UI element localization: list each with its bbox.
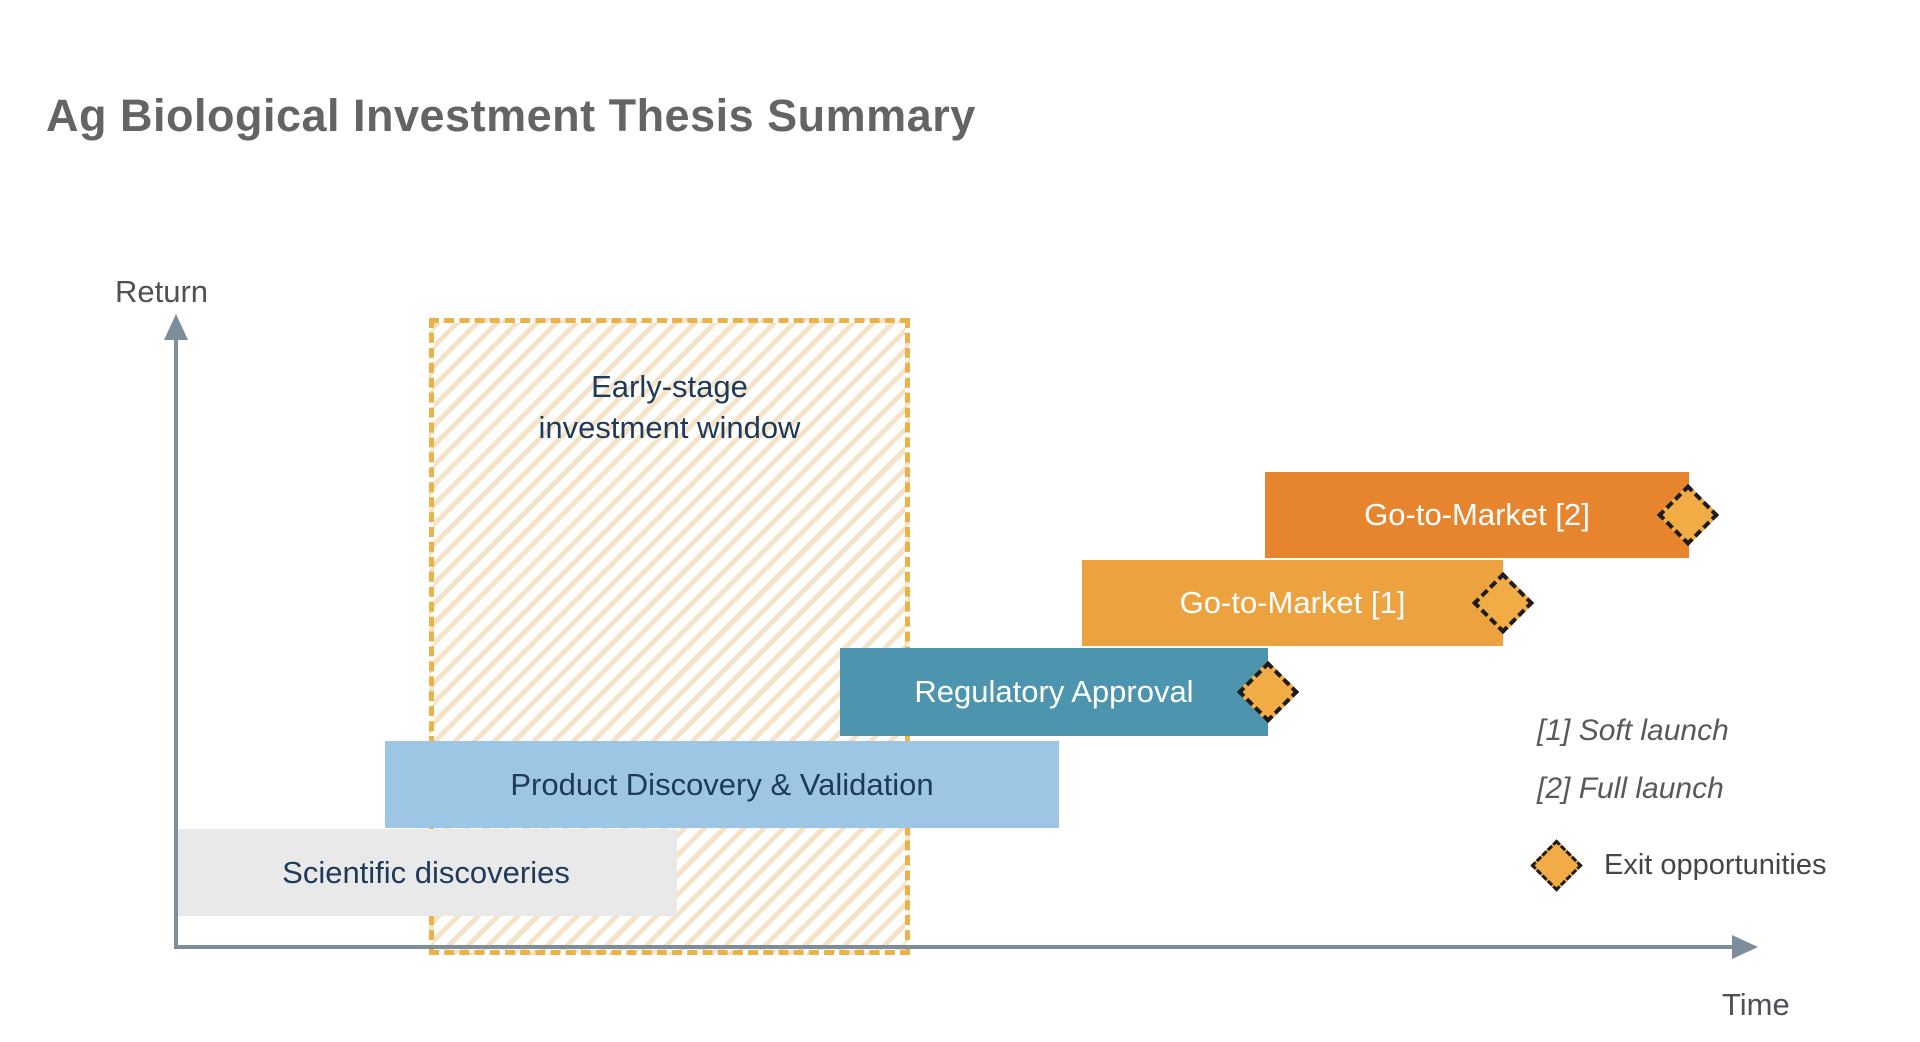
stage-bar-go-to-market-2: Go-to-Market [2] xyxy=(1265,472,1689,558)
legend-note-full-launch: [2] Full launch xyxy=(1537,772,1724,805)
stage-bar-go-to-market-1: Go-to-Market [1] xyxy=(1082,560,1503,646)
early-stage-window-label: Early-stage investment window xyxy=(434,367,905,449)
stage-bar-regulatory-approval: Regulatory Approval xyxy=(840,648,1268,736)
stage-bar-label: Go-to-Market [2] xyxy=(1364,497,1590,532)
x-axis-arrowhead-icon xyxy=(1732,935,1758,959)
y-axis-line xyxy=(174,332,178,948)
stage-bar-scientific-discoveries: Scientific discoveries xyxy=(175,829,677,916)
exit-opportunities-label: Exit opportunities xyxy=(1604,849,1827,881)
legend-note-soft-launch: [1] Soft launch xyxy=(1537,714,1729,747)
x-axis-line xyxy=(174,945,1736,949)
stage-bar-label: Regulatory Approval xyxy=(914,674,1194,709)
y-axis-arrowhead-icon xyxy=(164,314,188,340)
y-axis-label: Return xyxy=(115,274,209,309)
early-stage-window-label-line2: investment window xyxy=(538,409,801,445)
page-title: Ag Biological Investment Thesis Summary xyxy=(46,90,976,141)
x-axis-label: Time xyxy=(1722,987,1790,1022)
stage-bar-label: Scientific discoveries xyxy=(282,854,570,890)
stage-bar-product-discovery-validation: Product Discovery & Validation xyxy=(385,741,1059,828)
early-stage-window-label-line1: Early-stage xyxy=(591,369,748,404)
exit-opportunities-legend-icon xyxy=(1530,839,1583,892)
stage-bar-label: Go-to-Market [1] xyxy=(1179,585,1406,620)
stage-bar-label: Product Discovery & Validation xyxy=(510,766,934,802)
